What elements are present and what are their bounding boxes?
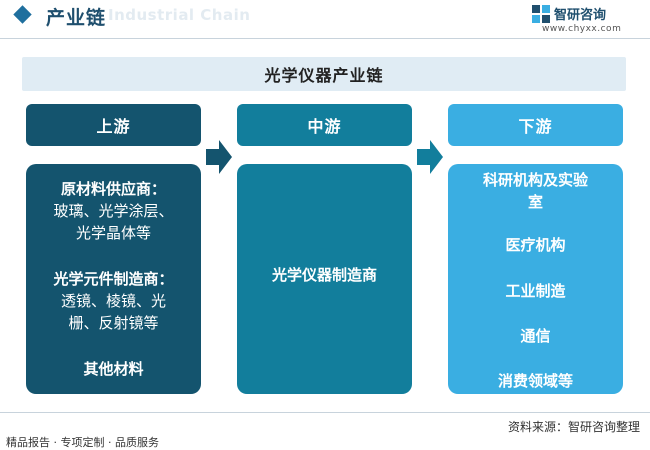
group-line: 栅、反射镜等 (68, 314, 159, 332)
upstream-box: 原材料供应商： 玻璃、光学涂层、 光学晶体等 光学元件制造商： 透镜、棱镜、光 … (26, 164, 201, 394)
midstream-box: 光学仪器制造商 (237, 164, 412, 394)
page-header: 产业链 Industrial Chain 智研咨询 www.chyxx.com (0, 0, 650, 38)
upstream-group: 光学元件制造商： 透镜、棱镜、光 栅、反射镜等 (26, 268, 201, 334)
group-heading: 其他材料 (83, 360, 144, 378)
downstream-item-line: 通信 (520, 327, 551, 345)
downstream-box: 科研机构及实验 室 医疗机构 工业制造 通信 消费领域等 (448, 164, 623, 394)
stage-midstream: 中游 (237, 104, 412, 146)
downstream-item-line: 工业制造 (505, 282, 566, 300)
arrow-right-icon (417, 140, 443, 174)
group-line: 光学晶体等 (75, 224, 151, 242)
stage-upstream: 上游 (26, 104, 201, 146)
upstream-group: 其他材料 (26, 358, 201, 380)
diamond-icon (13, 5, 32, 24)
arrow-right-icon (206, 140, 232, 174)
group-heading: 原材料供应商： (60, 180, 166, 198)
footer-divider (0, 412, 650, 413)
downstream-item-line: 消费领域等 (497, 372, 573, 390)
brand-url: www.chyxx.com (542, 24, 622, 34)
footer-slogan: 精品报告 · 专项定制 · 品质服务 (6, 436, 159, 449)
downstream-item: 工业制造 (448, 280, 623, 302)
downstream-item-line: 医疗机构 (505, 236, 566, 254)
group-line: 玻璃、光学涂层、 (53, 202, 174, 220)
downstream-item-line: 科研机构及实验 (482, 171, 588, 189)
downstream-item: 医疗机构 (448, 234, 623, 256)
downstream-item: 消费领域等 (448, 370, 623, 392)
diagram-title: 光学仪器产业链 (22, 57, 626, 91)
header-watermark: Industrial Chain (108, 6, 251, 24)
brand-logo-icon (532, 5, 550, 23)
midstream-text: 光学仪器制造商 (271, 266, 377, 284)
group-line: 透镜、棱镜、光 (60, 292, 166, 310)
stage-downstream: 下游 (448, 104, 623, 146)
downstream-item: 科研机构及实验 室 (448, 169, 623, 213)
downstream-item: 通信 (448, 325, 623, 347)
brand-name: 智研咨询 (554, 8, 607, 23)
page-title: 产业链 (46, 7, 107, 29)
downstream-item-line: 室 (527, 193, 543, 211)
upstream-group: 原材料供应商： 玻璃、光学涂层、 光学晶体等 (26, 178, 201, 244)
brand-logo: 智研咨询 www.chyxx.com (532, 4, 630, 36)
group-heading: 光学元件制造商： (53, 270, 174, 288)
header-divider (0, 38, 650, 39)
source-note: 资料来源：智研咨询整理 (507, 420, 640, 434)
